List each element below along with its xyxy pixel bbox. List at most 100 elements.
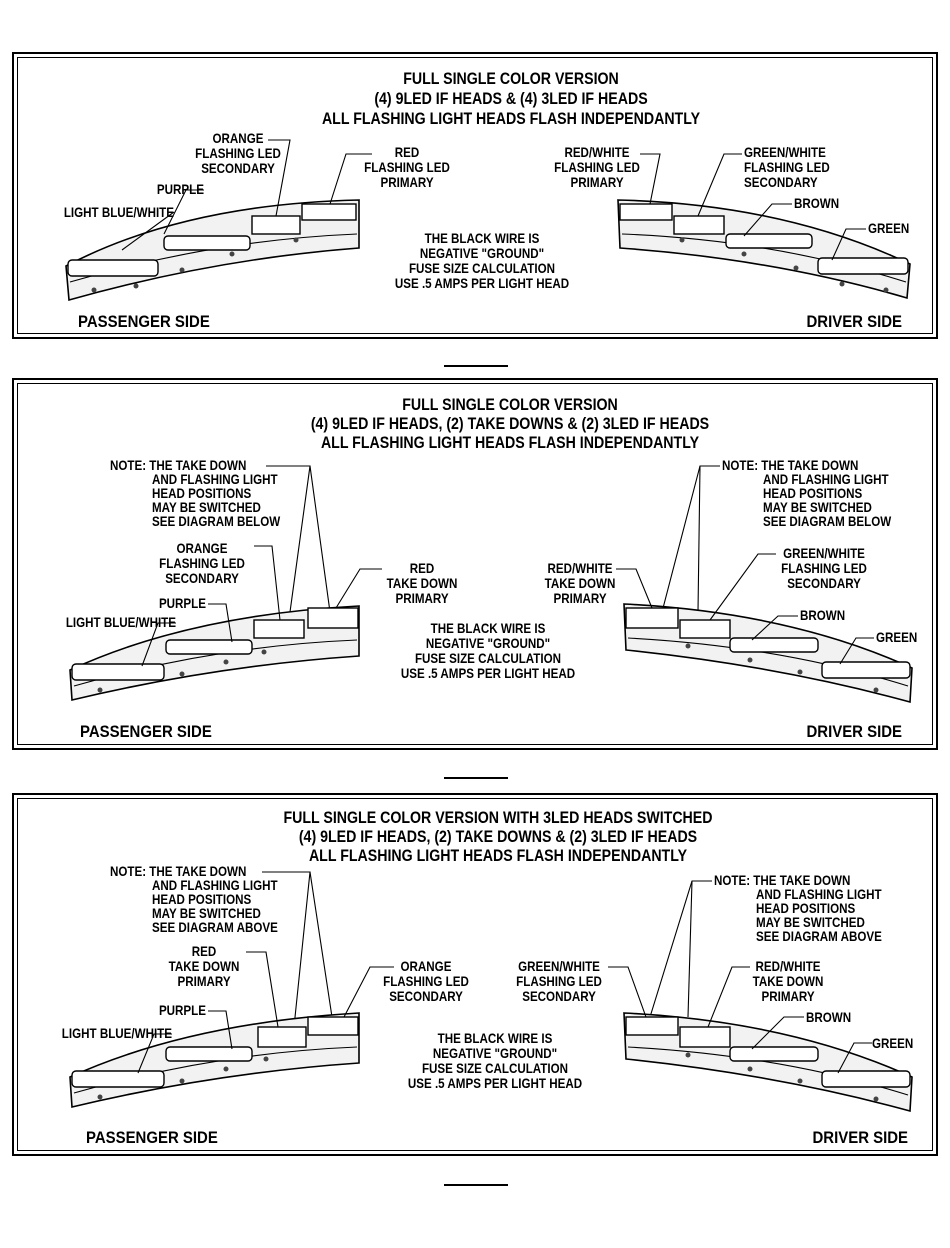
note-line-1: NOTE: THE TAKE DOWN [714, 873, 850, 888]
note-line-1: NOTE: THE TAKE DOWN [110, 458, 246, 473]
panel-separator [444, 777, 508, 779]
label-red-line-2: TAKE DOWN [387, 576, 458, 591]
panel-inner-border [17, 798, 933, 1151]
wiring-panel-2: FULL SINGLE COLOR VERSION (4) 9LED IF HE… [12, 378, 938, 750]
note-line-4: MAY BE SWITCHED [152, 906, 261, 921]
label-brown: BROWN [806, 1010, 851, 1025]
light-head-green [817, 257, 909, 275]
label-green-white-line-3: SECONDARY [522, 989, 596, 1004]
light-head-orange [307, 1016, 359, 1036]
label-red-white-line-1: RED/WHITE [755, 959, 820, 974]
label-light-blue-white: LIGHT BLUE/WHITE [64, 205, 174, 220]
label-red-line-3: PRIMARY [396, 591, 450, 606]
label-brown: BROWN [794, 196, 839, 211]
label-red-line-1: RED [192, 944, 216, 959]
panel-3-drawing: FULL SINGLE COLOR VERSION WITH 3LED HEAD… [62, 809, 913, 1147]
panel-1-drawing: FULL SINGLE COLOR VERSION (4) 9LED IF HE… [64, 70, 911, 331]
passenger-side-label: PASSENGER SIDE [80, 723, 212, 741]
note-line-4: MAY BE SWITCHED [756, 915, 865, 930]
label-green-white-line-2: FLASHING LED [781, 561, 867, 576]
note-line-1: NOTE: THE TAKE DOWN [110, 864, 246, 879]
label-green-white-line-3: SECONDARY [787, 576, 861, 591]
light-head-red-white [625, 607, 679, 629]
center-note-line-2: NEGATIVE "GROUND" [426, 636, 550, 651]
panel-title-line-2: (4) 9LED IF HEADS, (2) TAKE DOWNS & (2) … [311, 415, 709, 433]
label-red-line-2: TAKE DOWN [169, 959, 240, 974]
light-head-light-blue [67, 259, 159, 277]
panel-inner-border [17, 57, 933, 334]
label-purple: PURPLE [159, 596, 206, 611]
light-head-red-white [619, 203, 673, 221]
light-head-brown [725, 233, 813, 249]
label-orange-line-1: ORANGE [177, 541, 228, 556]
panel-separator [444, 365, 508, 367]
light-head-brown [729, 1046, 819, 1062]
light-head-brown [729, 637, 819, 653]
center-note-line-1: THE BLACK WIRE IS [425, 231, 540, 246]
light-head-green-white [673, 215, 725, 235]
label-orange-line-2: FLASHING LED [195, 146, 281, 161]
center-note-line-4: USE .5 AMPS PER LIGHT HEAD [408, 1076, 582, 1091]
label-red-line-2: FLASHING LED [364, 160, 450, 175]
center-note-line-2: NEGATIVE "GROUND" [420, 246, 544, 261]
label-orange-line-3: SECONDARY [165, 571, 239, 586]
label-red-line-1: RED [395, 145, 419, 160]
panel-title-line-3: ALL FLASHING LIGHT HEADS FLASH INDEPENDA… [322, 110, 700, 128]
label-red-white-line-3: PRIMARY [571, 175, 625, 190]
panel-title-line-2: (4) 9LED IF HEADS, (2) TAKE DOWNS & (2) … [299, 828, 697, 846]
light-head-green-white [679, 619, 731, 639]
passenger-side-label: PASSENGER SIDE [86, 1129, 218, 1147]
light-head-purple [163, 235, 251, 251]
center-note-line-1: THE BLACK WIRE IS [438, 1031, 553, 1046]
passenger-lightbar [65, 199, 360, 302]
light-head-light-blue [71, 1070, 165, 1088]
label-light-blue-white: LIGHT BLUE/WHITE [62, 1026, 172, 1041]
label-red-line-1: RED [410, 561, 434, 576]
label-green-white-line-2: FLASHING LED [744, 160, 830, 175]
label-red-white-line-2: FLASHING LED [554, 160, 640, 175]
light-head-red [307, 607, 359, 629]
light-head-orange [251, 215, 301, 235]
label-red-white-line-3: PRIMARY [554, 591, 608, 606]
label-purple: PURPLE [157, 182, 204, 197]
note-line-2: AND FLASHING LIGHT [756, 887, 882, 902]
label-orange-line-3: SECONDARY [389, 989, 463, 1004]
label-orange-line-1: ORANGE [213, 131, 264, 146]
label-green: GREEN [868, 221, 909, 236]
panel-2-drawing: FULL SINGLE COLOR VERSION (4) 9LED IF HE… [66, 396, 917, 741]
passenger-side-label: PASSENGER SIDE [78, 313, 210, 331]
driver-lightbar [623, 603, 913, 704]
light-head-red [301, 203, 357, 221]
center-note-line-3: FUSE SIZE CALCULATION [415, 651, 561, 666]
note-line-5: SEE DIAGRAM ABOVE [756, 929, 882, 944]
light-head-orange [253, 619, 305, 639]
center-note-line-3: FUSE SIZE CALCULATION [422, 1061, 568, 1076]
note-line-3: HEAD POSITIONS [763, 486, 862, 501]
label-red-white-line-2: TAKE DOWN [545, 576, 616, 591]
note-line-2: AND FLASHING LIGHT [152, 472, 278, 487]
label-orange-line-3: SECONDARY [201, 161, 275, 176]
panel-title-line-3: ALL FLASHING LIGHT HEADS FLASH INDEPENDA… [309, 847, 687, 865]
center-note-line-3: FUSE SIZE CALCULATION [409, 261, 555, 276]
label-green-white-line-3: SECONDARY [744, 175, 818, 190]
light-head-green-white [625, 1016, 679, 1036]
panel-title-line-1: FULL SINGLE COLOR VERSION WITH 3LED HEAD… [283, 809, 712, 827]
light-head-green [821, 1070, 911, 1088]
light-head-light-blue [71, 663, 165, 681]
note-line-2: AND FLASHING LIGHT [152, 878, 278, 893]
driver-side-label: DRIVER SIDE [807, 313, 903, 331]
label-green-white-line-1: GREEN/WHITE [518, 959, 600, 974]
light-head-red-white [679, 1026, 731, 1048]
note-line-5: SEE DIAGRAM ABOVE [152, 920, 278, 935]
panel-inner-border [17, 383, 933, 745]
driver-lightbar [617, 199, 911, 300]
passenger-lightbar [69, 1012, 360, 1108]
center-note-line-4: USE .5 AMPS PER LIGHT HEAD [401, 666, 575, 681]
center-note-line-1: THE BLACK WIRE IS [431, 621, 546, 636]
center-note-line-4: USE .5 AMPS PER LIGHT HEAD [395, 276, 569, 291]
panel-title-line-1: FULL SINGLE COLOR VERSION [403, 70, 619, 88]
label-light-blue-white: LIGHT BLUE/WHITE [66, 615, 176, 630]
panel-title-line-2: (4) 9LED IF HEADS & (4) 3LED IF HEADS [374, 90, 647, 108]
note-line-4: MAY BE SWITCHED [152, 500, 261, 515]
label-orange-line-1: ORANGE [401, 959, 452, 974]
